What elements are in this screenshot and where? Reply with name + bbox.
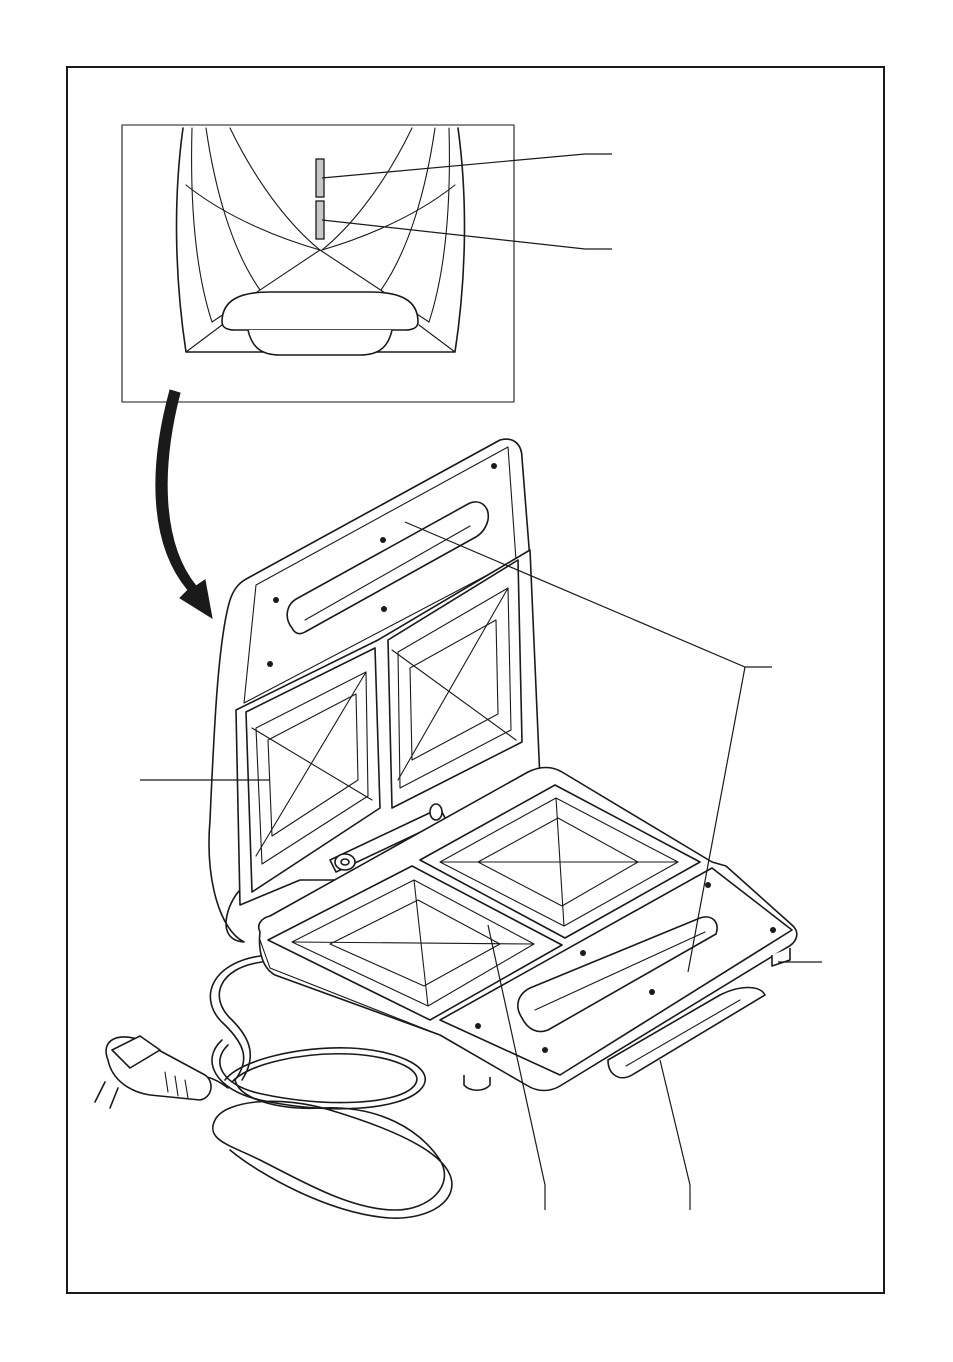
leader-cord-storage [660, 1060, 690, 1210]
plug-icon [95, 1036, 211, 1108]
leader-indicator-upper [322, 154, 612, 178]
sandwich-maker [95, 439, 822, 1218]
inset-handle [222, 292, 418, 330]
inset-top-view [122, 125, 612, 402]
leader-indicator-lower [322, 220, 612, 249]
curved-arrow-icon [156, 390, 212, 618]
